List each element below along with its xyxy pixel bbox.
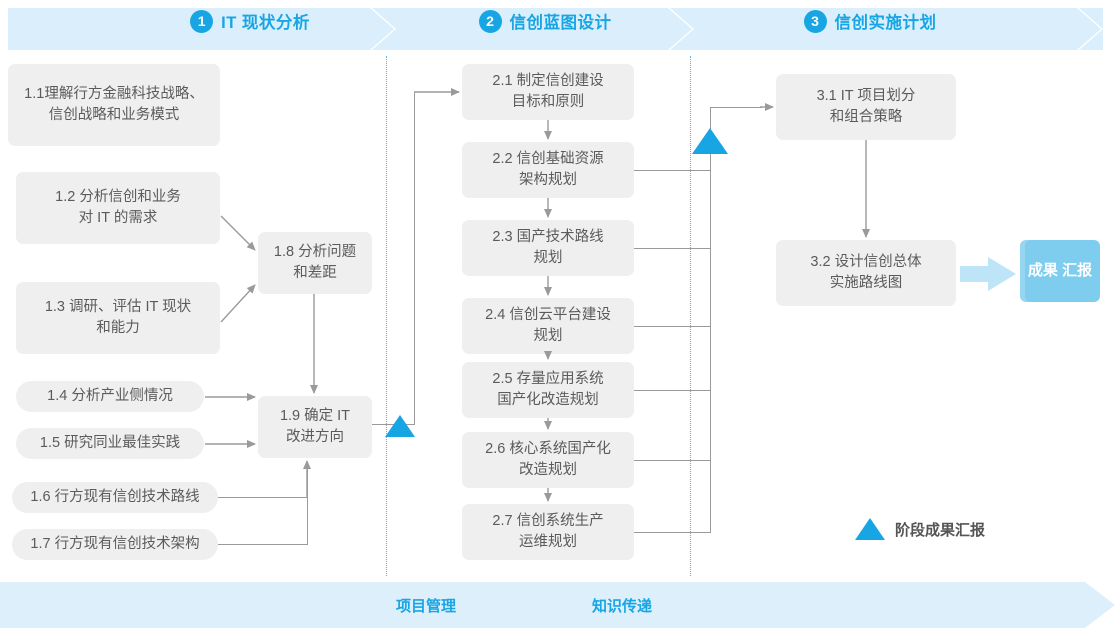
connector-1-9-to-2-1-v <box>414 92 416 425</box>
box-3-1-line2: 和组合策略 <box>829 109 903 125</box>
box-1-4-label: 1.4 分析产业侧情况 <box>47 387 173 404</box>
connector-2-7-to-bus <box>634 532 711 534</box>
legend-triangle-icon <box>855 518 885 540</box>
connector-1-7-to-1-9-h <box>218 544 308 546</box>
box-2-2[interactable]: 2.2 信创基础资源 架构规划 <box>462 142 634 198</box>
phase-1[interactable]: 1 IT 现状分析 <box>120 0 380 42</box>
box-1-5[interactable]: 1.5 研究同业最佳实践 <box>16 428 204 459</box>
bottom-label-project-management[interactable]: 项目管理 <box>396 597 457 615</box>
box-3-2-line2: 实施路线图 <box>829 275 903 291</box>
phase-3[interactable]: 3 信创实施计划 <box>745 0 995 42</box>
box-2-5-line1: 2.5 存量应用系统 <box>492 370 604 387</box>
box-2-7-line2: 运维规划 <box>519 534 577 550</box>
box-3-2-line1: 3.2 设计信创总体 <box>810 253 922 270</box>
bottom-band <box>0 582 1115 628</box>
box-2-3-line2: 规划 <box>533 250 563 266</box>
connector-2-5-to-bus <box>634 390 711 392</box>
deliverable-arrow-head-icon <box>988 257 1016 291</box>
box-1-8-line2: 和差距 <box>293 265 337 281</box>
box-2-1-line1: 2.1 制定信创建设 <box>492 72 604 89</box>
box-2-5[interactable]: 2.5 存量应用系统 国产化改造规划 <box>462 362 634 418</box>
legend-label: 阶段成果汇报 <box>895 521 986 539</box>
box-2-4-line1: 2.4 信创云平台建设 <box>485 306 611 323</box>
deliverable-box[interactable]: 成果 汇报 <box>1020 240 1100 302</box>
box-1-9-line2: 改进方向 <box>285 429 344 445</box>
connector-2-3-to-bus <box>634 248 711 250</box>
box-3-1[interactable]: 3.1 IT 项目划分 和组合策略 <box>776 74 956 140</box>
box-2-6[interactable]: 2.6 核心系统国产化 改造规划 <box>462 432 634 488</box>
box-2-6-line1: 2.6 核心系统国产化 <box>485 440 611 457</box>
connector-phase2-bus-v <box>710 107 712 533</box>
box-1-5-label: 1.5 研究同业最佳实践 <box>39 434 181 451</box>
phase-2-number: 2 <box>478 9 502 33</box>
box-1-9-line1: 1.9 确定 IT <box>279 407 351 424</box>
box-1-7-label: 1.7 行方现有信创技术架构 <box>30 535 200 552</box>
box-1-2[interactable]: 1.2 分析信创和业务 对 IT 的需求 <box>16 172 220 244</box>
phase-divider-1 <box>386 56 387 576</box>
box-2-1-line2: 目标和原则 <box>511 94 585 110</box>
bottom-label-knowledge-transfer[interactable]: 知识传递 <box>592 597 653 615</box>
connector-2-6-to-bus <box>634 460 711 462</box>
box-2-4-line2: 规划 <box>533 328 563 344</box>
box-1-6[interactable]: 1.6 行方现有信创技术路线 <box>12 482 218 513</box>
connector-2-4-to-bus <box>634 326 711 328</box>
milestone-triangle-phase2 <box>692 128 728 154</box>
deliverable-arrow-shaft <box>960 266 992 282</box>
box-1-9[interactable]: 1.9 确定 IT 改进方向 <box>258 396 372 458</box>
phase-divider-2 <box>690 56 691 576</box>
milestone-triangle-phase1 <box>385 415 415 437</box>
connector-2-2-to-bus <box>634 170 711 172</box>
phase-2-title: 信创蓝图设计 <box>509 14 612 32</box>
deliverable-line2: 汇报 <box>1062 261 1093 279</box>
box-1-1-line2: 信创战略和业务模式 <box>48 107 180 123</box>
box-2-3-line1: 2.3 国产技术路线 <box>492 228 604 245</box>
box-2-3[interactable]: 2.3 国产技术路线 规划 <box>462 220 634 276</box>
box-2-2-line1: 2.2 信创基础资源 <box>492 150 604 167</box>
box-1-3[interactable]: 1.3 调研、评估 IT 现状 和能力 <box>16 282 220 354</box>
box-1-3-line2: 和能力 <box>96 320 140 336</box>
phase-3-title: 信创实施计划 <box>834 14 937 32</box>
box-2-4[interactable]: 2.4 信创云平台建设 规划 <box>462 298 634 354</box>
deliverable-line1: 成果 <box>1027 261 1058 279</box>
box-1-4[interactable]: 1.4 分析产业侧情况 <box>16 381 204 412</box>
box-1-2-line2: 对 IT 的需求 <box>78 210 158 226</box>
phase-2[interactable]: 2 信创蓝图设计 <box>420 0 670 42</box>
box-1-8[interactable]: 1.8 分析问题 和差距 <box>258 232 372 294</box>
legend: 阶段成果汇报 <box>855 518 985 540</box>
box-2-2-line2: 架构规划 <box>519 172 577 188</box>
phase-1-number: 1 <box>190 9 214 33</box>
phase-3-number: 3 <box>803 9 827 33</box>
connector-1-6-to-1-9-h <box>218 497 308 499</box>
box-1-8-line1: 1.8 分析问题 <box>273 243 357 260</box>
phase-1-title: IT 现状分析 <box>221 14 310 32</box>
box-1-6-label: 1.6 行方现有信创技术路线 <box>30 488 200 505</box>
box-2-7[interactable]: 2.7 信创系统生产 运维规划 <box>462 504 634 560</box>
box-2-5-line2: 国产化改造规划 <box>497 392 599 408</box>
box-2-6-line2: 改造规划 <box>519 462 577 478</box>
box-3-2[interactable]: 3.2 设计信创总体 实施路线图 <box>776 240 956 306</box>
connector-1-6-1-7-bus-v <box>307 468 309 545</box>
box-1-7[interactable]: 1.7 行方现有信创技术架构 <box>12 529 218 560</box>
box-1-1-line1: 1.1理解行方金融科技战略、 <box>24 85 204 102</box>
box-1-3-line1: 1.3 调研、评估 IT 现状 <box>44 298 192 315</box>
box-2-7-line1: 2.7 信创系统生产 <box>492 512 604 529</box>
box-2-1[interactable]: 2.1 制定信创建设 目标和原则 <box>462 64 634 120</box>
connector-bus-to-3-1-h <box>710 107 762 109</box>
box-1-1[interactable]: 1.1理解行方金融科技战略、 信创战略和业务模式 <box>8 64 220 146</box>
box-3-1-line1: 3.1 IT 项目划分 <box>816 87 916 104</box>
box-1-2-line1: 1.2 分析信创和业务 <box>55 188 181 205</box>
